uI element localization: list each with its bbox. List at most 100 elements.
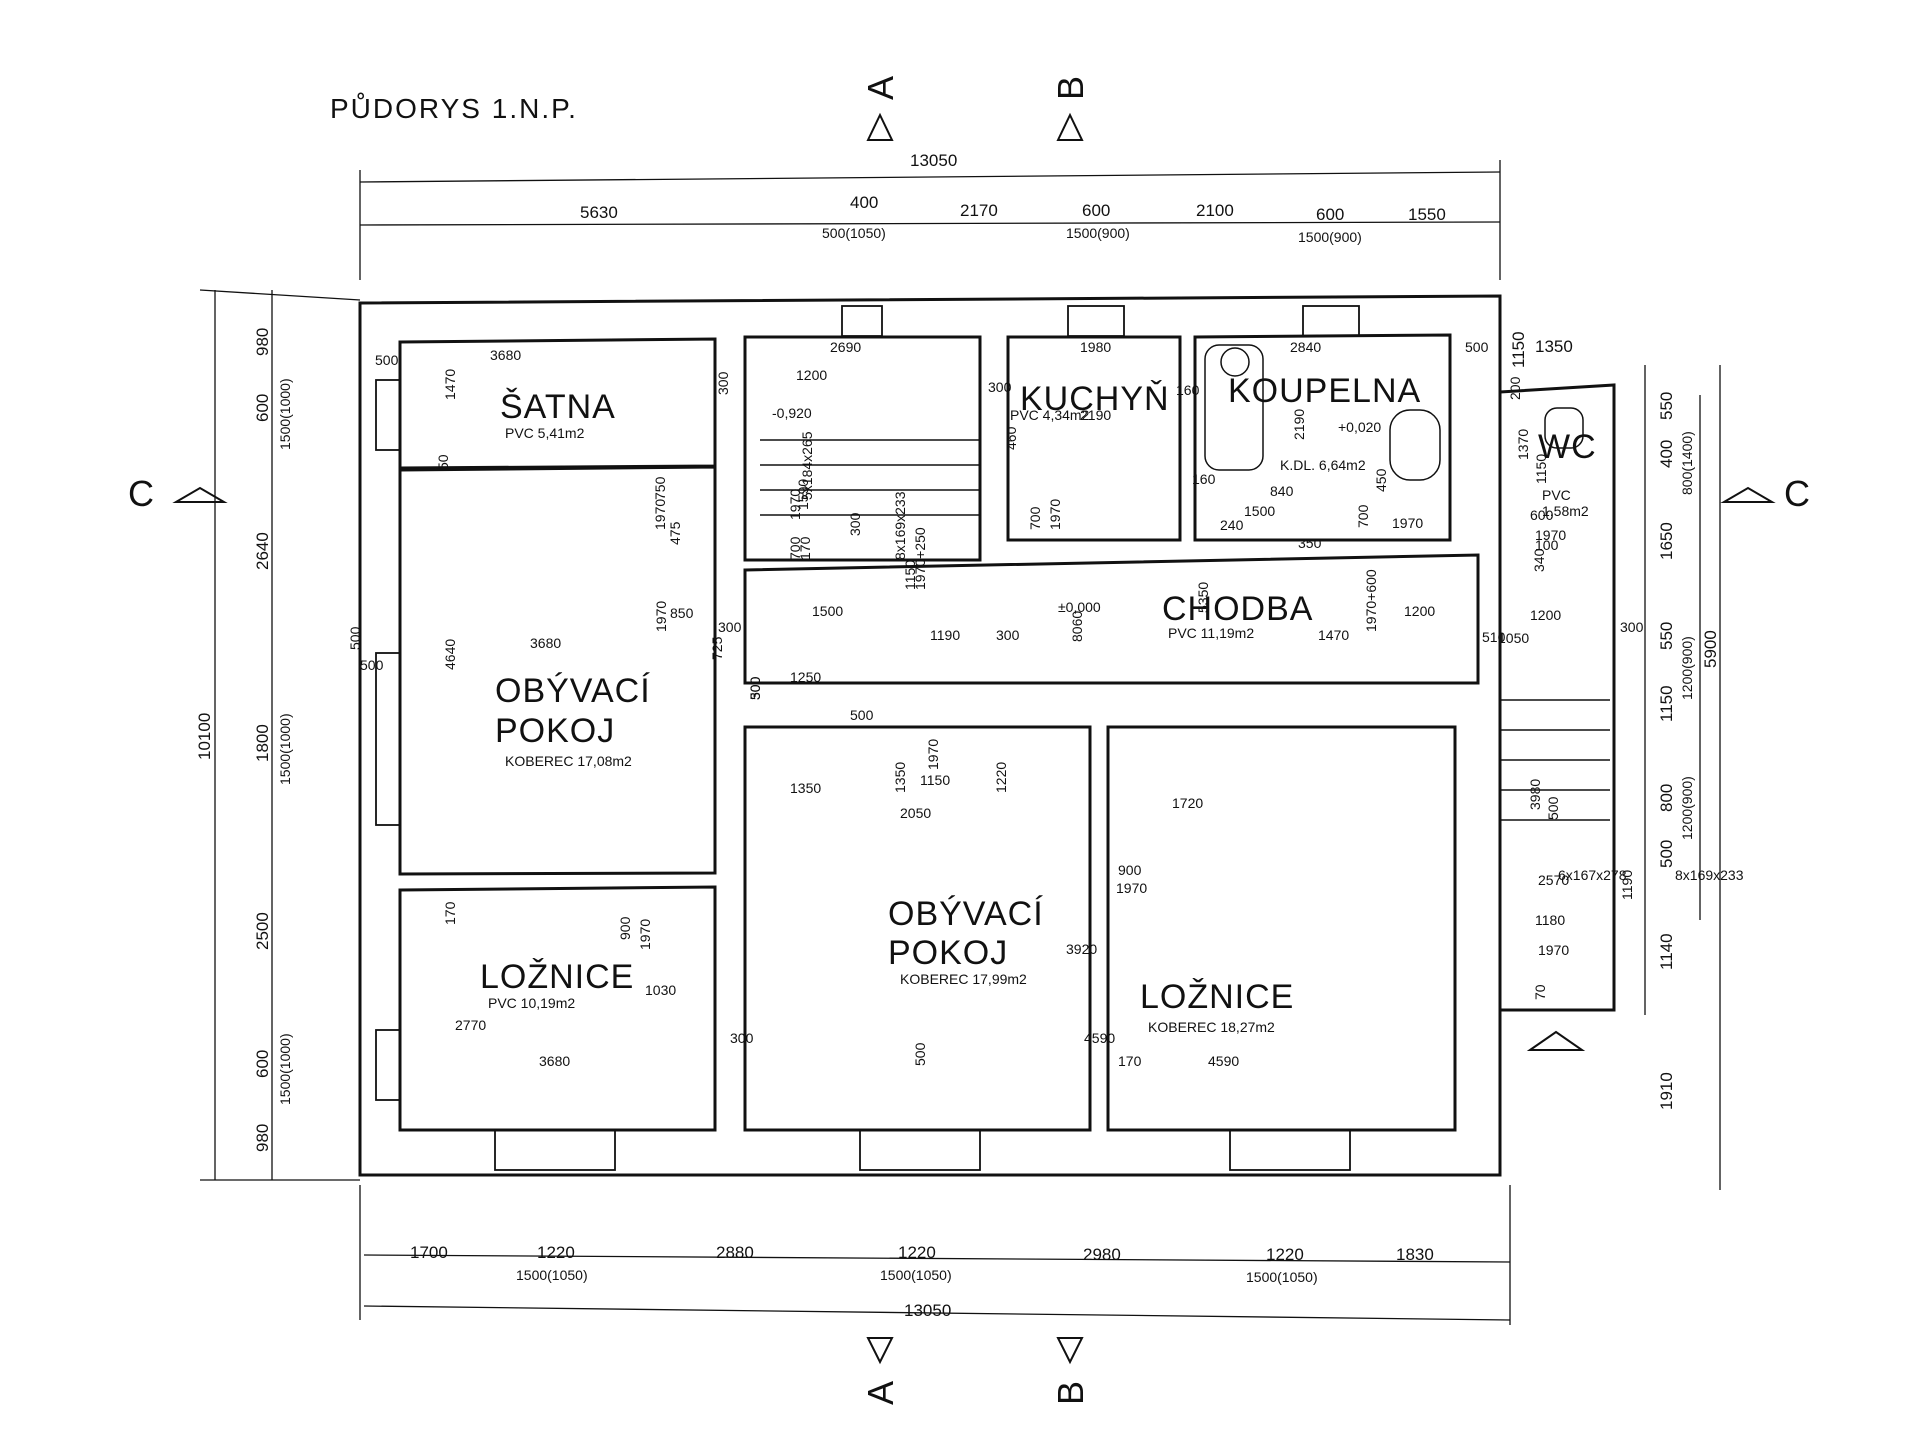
- interior-dim-label: 8060: [1069, 611, 1085, 642]
- dim-bottom-seg-7: 1830: [1396, 1245, 1434, 1264]
- interior-dim-label: 475: [667, 521, 683, 545]
- dim-right-seg-7: 1150: [1657, 685, 1676, 722]
- interior-dim-label: 500: [347, 626, 363, 650]
- interior-dim-label: 750: [652, 476, 668, 500]
- interior-dim-label: 1200: [1404, 603, 1435, 619]
- interior-dim-label: 50: [435, 454, 451, 470]
- dim-left-seg-6: 600: [253, 1050, 272, 1078]
- interior-dim-label: 500: [375, 352, 399, 368]
- interior-dim-label: 1200: [1530, 607, 1561, 623]
- interior-dim-label: 350: [1298, 535, 1322, 551]
- dim-top-seg-5: 2100: [1196, 201, 1234, 220]
- room-name-wc: WC: [1538, 428, 1597, 466]
- dim-left-seg-3: 2640: [253, 532, 272, 570]
- level-chodba: ±0,000: [1058, 599, 1101, 615]
- dim-right-seg-6: 550: [1657, 622, 1676, 650]
- interior-dim-label: 5x184x265: [799, 431, 815, 500]
- interior-dim-label: 700: [787, 536, 803, 560]
- dim-left-window-3: 1500(1000): [277, 1033, 293, 1105]
- dim-right-seg-10: 1140: [1657, 933, 1676, 970]
- interior-dim-label: 3920: [1066, 941, 1097, 957]
- interior-dim-label: 1970: [1047, 499, 1063, 530]
- section-b-bottom-label: B: [1050, 1381, 1091, 1405]
- room-name-loznice-2: LOŽNICE: [1140, 978, 1294, 1016]
- dim-bottom-seg-1: 1700: [410, 1243, 448, 1262]
- interior-dim-label: 1190: [930, 627, 960, 643]
- interior-dim-label: 1970+600: [1363, 569, 1379, 632]
- interior-dim-label: 500: [360, 657, 384, 673]
- dim-right-seg-4: 400: [1657, 440, 1676, 468]
- interior-dim-label: 1220: [993, 762, 1009, 793]
- interior-dim-label: 5350: [1195, 582, 1211, 613]
- interior-dim-label: 300: [1620, 619, 1644, 635]
- dim-right-seg-8: 800: [1657, 784, 1676, 812]
- dim-left-seg-1: 980: [253, 328, 272, 356]
- section-a-top-label: A: [860, 76, 901, 100]
- interior-dim-label: 1970: [653, 601, 669, 632]
- room-info-obyvaci-1: KOBEREC 17,08m2: [505, 753, 632, 769]
- interior-dim-label: 340: [1531, 548, 1547, 572]
- room-name-obyvaci-1-line1: OBÝVACÍ: [495, 672, 651, 710]
- interior-dim-label: 1970+250: [912, 527, 928, 590]
- interior-dim-label: 8x169x233: [892, 491, 908, 560]
- interior-dim-label: 725: [709, 636, 725, 660]
- interior-dim-label: 100: [1535, 537, 1559, 553]
- interior-dim-label: 3680: [530, 635, 561, 651]
- interior-dim-label: 2050: [900, 805, 931, 821]
- interior-dim-label: 300: [996, 627, 1020, 643]
- interior-dim-label: 240: [1220, 517, 1244, 533]
- level-koupelna: +0,020: [1338, 419, 1381, 435]
- dim-left-seg-2: 600: [253, 394, 272, 422]
- interior-dim-label: 1500: [812, 603, 843, 619]
- interior-dim-label: 8x169x233: [1675, 867, 1744, 883]
- interior-dim-label: 2190: [1080, 407, 1111, 423]
- dim-bottom-seg-5: 2980: [1083, 1245, 1121, 1264]
- dim-left-window-2: 1500(1000): [277, 713, 293, 785]
- dim-top-seg-7: 1550: [1408, 205, 1446, 224]
- interior-dim-label: 160: [1176, 382, 1200, 398]
- interior-dim-label: 1500: [1244, 503, 1275, 519]
- interior-dim-label: 900: [617, 916, 633, 940]
- interior-dim-label: 2570: [1538, 872, 1569, 888]
- room-info-wc-2: 1,58m2: [1542, 503, 1589, 519]
- dimension-lines: [199, 160, 1721, 1325]
- dim-right-seg-9: 500: [1657, 840, 1676, 868]
- interior-dim-label: 1980: [1080, 339, 1111, 355]
- interior-dim-label: 1970: [925, 739, 941, 770]
- interior-dim-label: 170: [1118, 1053, 1142, 1069]
- interior-dim-label: 1350: [790, 780, 821, 796]
- dim-top-window-3: 1500(900): [1298, 229, 1362, 245]
- dim-right-seg-3: 550: [1657, 392, 1676, 420]
- interior-dim-label: 1150: [920, 772, 950, 788]
- dim-right-seg-2: 1350: [1535, 337, 1573, 356]
- room-info-wc-1: PVC: [1542, 487, 1571, 503]
- section-c-left-label: C: [128, 473, 154, 514]
- dim-right-total: 5900: [1701, 630, 1720, 668]
- room-info-kuchyn: PVC 4,34m2: [1010, 407, 1090, 423]
- interior-dim-label: 3680: [490, 347, 521, 363]
- room-info-chodba: PVC 11,19m2: [1168, 625, 1254, 641]
- interior-dim-label: 6x167x278: [1558, 867, 1627, 883]
- interior-dim-label: 4640: [442, 639, 458, 670]
- interior-dim-label: 500: [1465, 339, 1489, 355]
- interior-dim-label: 600: [1530, 507, 1554, 523]
- interior-dim-label: 1350: [892, 762, 908, 793]
- dim-right-seg-11: 1910: [1657, 1072, 1676, 1110]
- interior-dim-label: 1150: [902, 560, 918, 590]
- section-a-bottom-label: A: [860, 1381, 901, 1405]
- room-name-obyvaci-2-line1: OBÝVACÍ: [888, 895, 1044, 933]
- interior-dim-label: 70: [1532, 984, 1548, 1000]
- dim-top-seg-1: 5630: [580, 203, 618, 222]
- interior-dim-label: 3980: [1527, 779, 1543, 810]
- interior-dim-label: 1590: [795, 479, 811, 510]
- interior-dim-label: 1970: [787, 489, 803, 520]
- interior-dim-label: 700: [1027, 506, 1043, 530]
- dim-top-seg-2: 400: [850, 193, 878, 212]
- dim-right-window-1: 800(1400): [1679, 431, 1695, 495]
- interior-dim-label: 1370: [1515, 429, 1531, 460]
- interior-dim-label: 1190: [1619, 870, 1635, 900]
- interior-dim-label: 4590: [1084, 1030, 1115, 1046]
- interior-dim-label: 1970: [1116, 880, 1147, 896]
- dim-top-seg-6: 600: [1316, 205, 1344, 224]
